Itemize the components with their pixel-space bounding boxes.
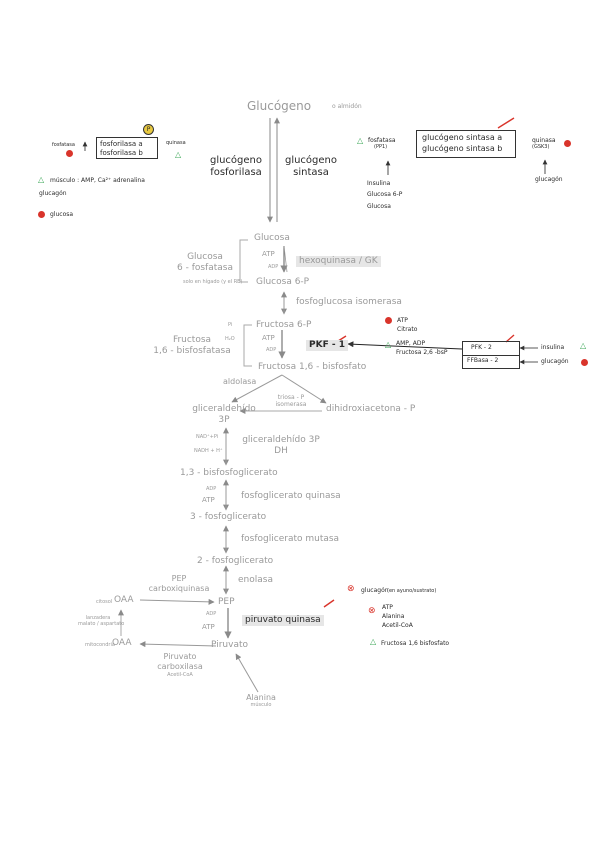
pgk-enzyme: fosfoglicerato quinasa	[241, 491, 341, 501]
glucosa: Glucosa	[254, 233, 290, 243]
hexokinase-enzyme: hexoquinasa / GK	[296, 256, 381, 267]
atp-label: ATP	[262, 250, 275, 258]
fructosa-16bp: Fructosa 1,6 - bisfosfato	[258, 362, 367, 372]
inhibitor-x-icon: ⊗	[368, 606, 376, 616]
inhibitor-x-icon: ⊗	[347, 584, 355, 594]
atp-label: ATP	[202, 496, 215, 504]
pep: PEP	[218, 597, 235, 607]
pfk-glucagon: glucagón	[541, 358, 569, 365]
nad-label: NAD⁺+Pi	[196, 434, 219, 440]
activator-icon: △	[357, 136, 364, 145]
oaa-mito-note: mitocondria	[85, 642, 115, 648]
malate-aspartate-shuttle: lanzadera malato / aspartato	[78, 615, 125, 627]
adp-label: ADP	[206, 611, 217, 617]
inhibitor-icon	[385, 317, 392, 324]
synthase-box: glucógeno sintasa a glucógeno sintasa b	[416, 130, 516, 158]
synthase-phosphatase: fosfatasa (PP1)	[368, 137, 396, 150]
pyruvate-kinase-enzyme: piruvato quinasa	[242, 615, 324, 626]
phosphorylase-box: fosforilasa a fosforilasa b	[96, 137, 158, 159]
synthase-label: glucógeno sintasa	[284, 155, 338, 178]
glycogen-title: Glucógeno	[247, 99, 312, 113]
inhibitor-icon	[38, 211, 45, 218]
pi-label: Pi	[228, 322, 233, 328]
pfk-inhibitors: ATP Citrato	[397, 317, 418, 333]
synthase-kinase: quinasa (GSK3)	[532, 137, 556, 150]
synthase-glucagon: glucagón	[535, 176, 563, 183]
pfk1-enzyme: PKF - 1	[306, 340, 348, 351]
inhibitor-icon	[564, 140, 571, 147]
kinase-note: quinasa	[166, 140, 186, 146]
glucosa-6p: Glucosa 6-P	[256, 277, 310, 287]
oaa-cytosol: OAA	[114, 595, 134, 605]
phosphatase-note: solo en hígado (y el RE)	[183, 279, 243, 285]
pepck-enzyme: PEP carboxiquinasa	[148, 574, 210, 593]
phosphorylase-activators: músculo : AMP, Ca²⁺ adrenalina	[50, 177, 145, 184]
glucose-6-phosphatase: Glucosa 6 - fosfatasa	[177, 252, 233, 273]
atp-label: ATP	[262, 334, 275, 342]
pfk-insulina: insulina	[541, 344, 565, 351]
fbpase-enzyme: Fructosa 1,6 - bisfosfatasa	[153, 335, 231, 356]
phosphorylase-inhibitor: glucosa	[50, 211, 74, 218]
phosphate-icon: P	[143, 124, 154, 135]
piruvato: Piruvato	[211, 640, 249, 650]
atp-label: ATP	[202, 623, 215, 631]
activator-icon: △	[370, 637, 377, 646]
activator-icon: △	[175, 150, 182, 159]
adp-label: ADP	[268, 264, 279, 270]
oaa-cytosol-note: citosol	[96, 599, 113, 605]
synthase-activators: Insulina Glucosa 6-P Glucosa	[367, 180, 403, 210]
triose-isomerase: triosa - P isomerasa	[275, 394, 307, 408]
activator-icon: △	[38, 175, 45, 184]
aldolase-enzyme: aldolasa	[223, 377, 257, 386]
adp-label: ADP	[206, 486, 217, 492]
isomerase-enzyme: fosfoglucosa isomerasa	[296, 297, 402, 307]
pk-glucagon-note: (en ayuno/sustrato)	[387, 588, 437, 594]
oaa-mitochondria: OAA	[112, 638, 132, 648]
inhibitor-icon	[66, 150, 73, 157]
dihidroxiacetona-p: dihidroxiacetona - P	[326, 404, 416, 414]
adp-label: ADP	[266, 347, 277, 353]
phosphorylase-activator-glucagon: glucagón	[39, 190, 67, 197]
starch-note: o almidón	[332, 103, 362, 110]
pk-inhibitors: ATP Alanina Acetil-CoA	[382, 604, 413, 629]
fructosa-6p: Fructosa 6-P	[256, 320, 312, 330]
gliceraldehido-3p: gliceraldehído 3P	[192, 404, 256, 425]
g3p-dehydrogenase: gliceraldehído 3P DH	[242, 435, 320, 456]
activator-icon: △	[580, 341, 587, 350]
pk-glucagon: glucagón	[361, 587, 389, 594]
phosphorylase-label: glucógeno fosforilasa	[209, 155, 263, 178]
alanina: Alanina músculo	[246, 693, 276, 708]
inhibitor-icon	[581, 359, 588, 366]
activator-icon: △	[385, 340, 392, 349]
mutase-enzyme: fosfoglicerato mutasa	[241, 534, 340, 544]
nadh-label: NADH + H⁺	[194, 448, 223, 454]
3-fosfoglicerato: 3 - fosfoglicerato	[190, 512, 267, 522]
phosphatase-note: fosfatasa	[52, 142, 75, 148]
bisfosfoglicerato: 1,3 - bisfosfoglicerato	[180, 468, 278, 478]
pyruvate-carboxylase: Piruvato carboxilasa Acetil-CoA	[157, 652, 203, 678]
2-fosfoglicerato: 2 - fosfoglicerato	[197, 556, 274, 566]
pfk2-box: PFK - 2 FFBasa - 2	[462, 341, 520, 369]
pfk-activators: AMP, ADP Fructosa 2,6 -bsP	[396, 340, 448, 356]
water-label: H₂O	[225, 336, 235, 342]
enolase-enzyme: enolasa	[238, 575, 273, 585]
pk-activator: Fructosa 1,6 bisfosfato	[381, 640, 450, 647]
